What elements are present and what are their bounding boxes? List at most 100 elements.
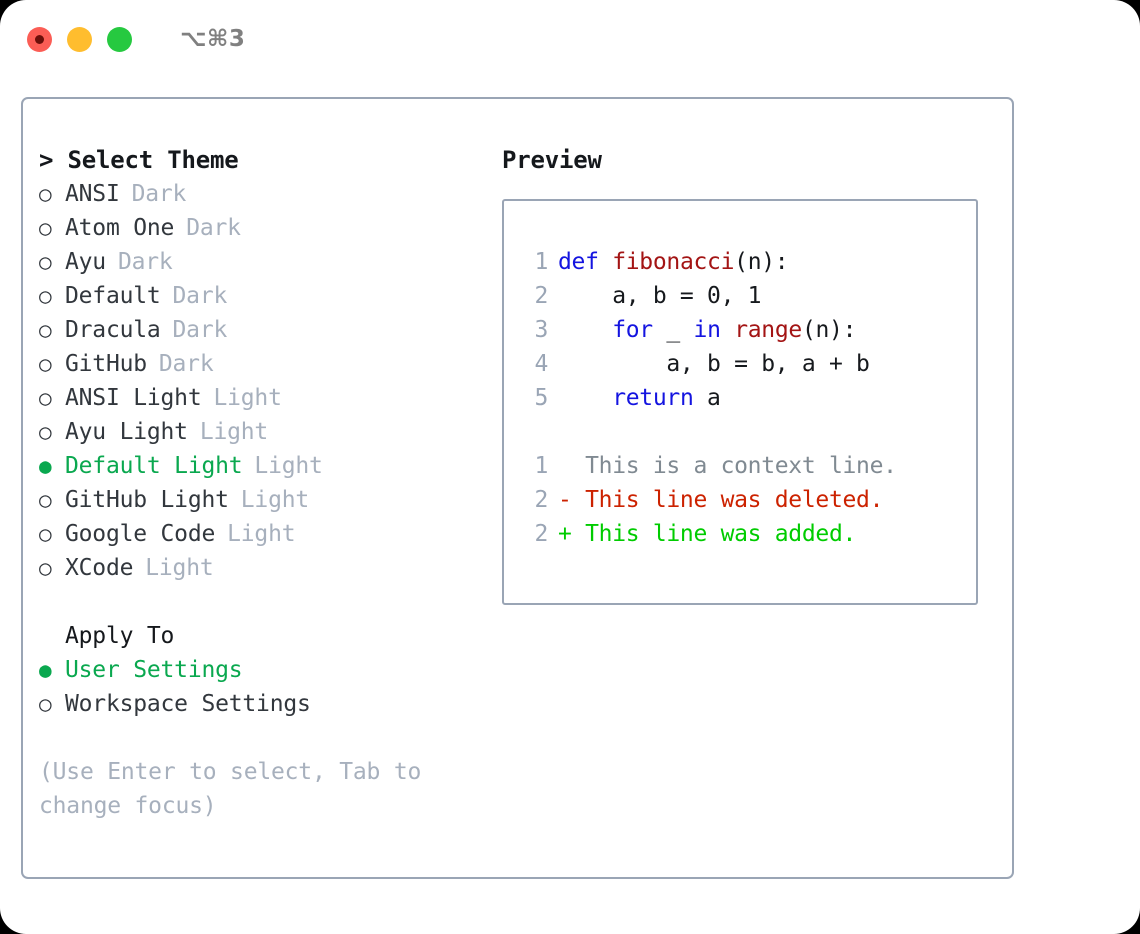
- line-number: 2: [534, 487, 548, 513]
- code-line: 4 a, b = b, a + b: [520, 347, 976, 381]
- code-token-plain: a, b = b, a + b: [558, 351, 870, 377]
- code-token-plain: (n):: [801, 317, 857, 343]
- radio-unselected-icon: ○: [39, 250, 52, 274]
- line-number: 4: [534, 351, 548, 377]
- minimize-window-button[interactable]: [67, 26, 92, 52]
- code-token-plain: _: [652, 317, 694, 343]
- maximize-window-button[interactable]: [107, 26, 132, 52]
- code-token-plain: [558, 385, 612, 411]
- radio-unselected-icon: ○: [39, 556, 52, 580]
- code-token-plain: a, b = 0, 1: [558, 283, 762, 309]
- theme-option-2[interactable]: ○ Ayu Dark: [39, 245, 489, 279]
- line-number: 1: [534, 453, 548, 479]
- radio-unselected-icon: ○: [39, 182, 52, 206]
- theme-option-0[interactable]: ○ ANSI Dark: [39, 177, 489, 211]
- code-line: 2 a, b = 0, 1: [520, 279, 976, 313]
- apply-to-option-label: User Settings: [65, 657, 243, 683]
- radio-unselected-icon: ○: [39, 352, 52, 376]
- theme-option-tag: Light: [240, 487, 310, 513]
- diff-text: - This line was deleted.: [558, 487, 884, 513]
- line-number: 2: [534, 521, 548, 547]
- theme-option-label: Default: [65, 283, 161, 309]
- window-title: ⌥⌘3: [180, 26, 246, 52]
- theme-option-tag: Dark: [186, 215, 241, 241]
- theme-option-tag: Dark: [172, 283, 228, 309]
- radio-unselected-icon: ○: [39, 216, 52, 240]
- diff-text: This is a context line.: [558, 453, 897, 479]
- code-text: for _ in range(n):: [558, 313, 856, 347]
- radio-unselected-icon: ○: [39, 420, 52, 444]
- code-spacer: [520, 415, 976, 449]
- diff-line-ctx: 1 This is a context line.: [520, 449, 976, 483]
- theme-option-label: Ayu Light: [65, 419, 188, 445]
- code-token-plain: [558, 317, 612, 343]
- theme-option-label: ANSI Light: [65, 385, 202, 411]
- theme-option-label: Dracula: [65, 317, 161, 343]
- theme-option-3[interactable]: ○ Default Dark: [39, 279, 489, 313]
- radio-unselected-icon: ○: [39, 318, 52, 342]
- theme-option-label: XCode: [65, 555, 134, 581]
- theme-option-tag: Light: [254, 453, 323, 479]
- radio-unselected-icon: ○: [39, 488, 52, 512]
- code-token-plain: a: [693, 385, 721, 411]
- title-bar: ⌥⌘3: [0, 0, 1140, 78]
- radio-unselected-icon: ○: [39, 386, 52, 410]
- code-token-kw: def: [558, 249, 613, 275]
- theme-option-4[interactable]: ○ Dracula Dark: [39, 313, 489, 347]
- theme-option-label: Ayu: [65, 249, 106, 275]
- code-token-kw: for: [612, 317, 653, 343]
- apply-to-option-1[interactable]: ○Workspace Settings: [39, 687, 489, 721]
- apply-to-list[interactable]: ●User Settings○Workspace Settings: [39, 653, 489, 721]
- theme-option-label: ANSI: [65, 181, 120, 207]
- code-token-kw: return: [612, 385, 694, 411]
- select-theme-heading: > Select Theme: [39, 146, 239, 174]
- theme-option-tag: Light: [213, 385, 282, 411]
- line-number: 3: [534, 317, 548, 343]
- theme-option-9[interactable]: ○ GitHub Light Light: [39, 483, 489, 517]
- close-window-button[interactable]: [27, 26, 52, 52]
- theme-option-label: GitHub: [65, 351, 147, 377]
- theme-option-tag: Dark: [172, 317, 228, 343]
- theme-option-tag: Dark: [117, 249, 173, 275]
- radio-unselected-icon: ○: [39, 692, 52, 716]
- theme-option-tag: Light: [227, 521, 296, 547]
- diff-line-add: 2 + This line was added.: [520, 517, 976, 551]
- traffic-light-group: [27, 26, 132, 52]
- theme-option-tag: Light: [145, 555, 214, 581]
- code-token-kw: in: [693, 317, 721, 343]
- theme-option-10[interactable]: ○ Google Code Light: [39, 517, 489, 551]
- code-text: a, b = 0, 1: [558, 279, 761, 313]
- radio-unselected-icon: ○: [39, 284, 52, 308]
- code-token-plain: (n):: [734, 249, 789, 275]
- code-text: def fibonacci(n):: [558, 245, 789, 279]
- line-number: 5: [534, 385, 548, 411]
- theme-option-6[interactable]: ○ ANSI Light Light: [39, 381, 489, 415]
- preview-heading: Preview: [502, 146, 602, 174]
- radio-unselected-icon: ○: [39, 522, 52, 546]
- code-token-plain: [721, 317, 735, 343]
- code-line: 3 for _ in range(n):: [520, 313, 976, 347]
- diff-text: + This line was added.: [558, 521, 857, 547]
- code-token-fn: range: [734, 317, 802, 343]
- code-text: return a: [558, 381, 721, 415]
- diff-sample: 1 This is a context line. 2 - This line wa…: [520, 449, 976, 551]
- keyboard-hint: (Use Enter to select, Tab to change focu…: [39, 759, 435, 819]
- theme-option-label: GitHub Light: [65, 487, 229, 513]
- theme-option-tag: Dark: [131, 181, 187, 207]
- theme-option-11[interactable]: ○ XCode Light: [39, 551, 489, 585]
- apply-to-heading: Apply To: [65, 623, 175, 649]
- theme-option-label: Google Code: [65, 521, 216, 547]
- theme-option-label: Default Light: [65, 453, 243, 479]
- apply-to-option-0[interactable]: ●User Settings: [39, 653, 489, 687]
